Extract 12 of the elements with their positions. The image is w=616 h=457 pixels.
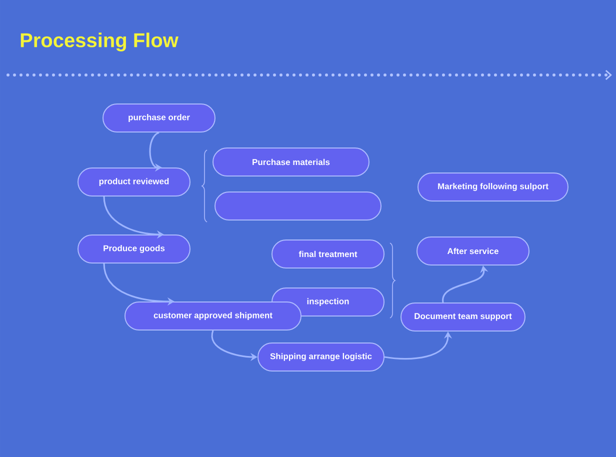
process-pill: product reviewed	[78, 168, 190, 196]
title: Processing Flow	[20, 32, 178, 52]
process-pill: Produce goods	[78, 234, 190, 264]
process-pill: final treatment	[272, 240, 384, 268]
process-pill: Marketing following sulport	[418, 172, 568, 202]
process-pill: Purchase materials	[212, 148, 370, 176]
process-pill	[214, 192, 382, 220]
process-pill: After service	[416, 236, 530, 266]
process-pill: Document team support	[400, 302, 526, 332]
process-pill: purchase order	[102, 104, 216, 132]
process-pill: Shipping arrange logistic	[258, 342, 384, 372]
process-pill: customer approved shipment	[124, 302, 302, 330]
